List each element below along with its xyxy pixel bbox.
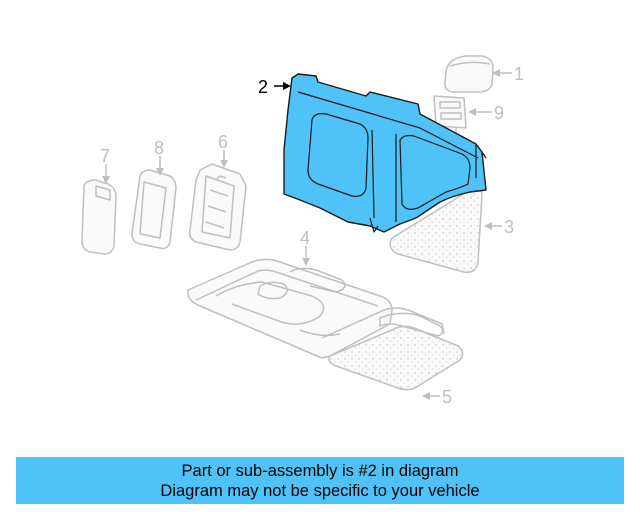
callout-4: 4: [300, 228, 310, 266]
svg-text:5: 5: [442, 387, 452, 407]
svg-text:4: 4: [300, 228, 310, 248]
parts-diagram: 1 2 3 4 5 6 7 8 9: [81, 55, 524, 407]
part-9-guide[interactable]: [433, 95, 467, 133]
part-5-seat-cushion[interactable]: [328, 312, 464, 391]
svg-text:8: 8: [154, 138, 164, 158]
banner-line-disclaimer: Diagram may not be specific to your vehi…: [160, 481, 480, 500]
callout-1: 1: [492, 64, 524, 84]
svg-text:9: 9: [494, 103, 504, 123]
part-6-side-bolster[interactable]: [188, 163, 247, 251]
callout-8: 8: [154, 138, 164, 176]
svg-text:2: 2: [258, 77, 268, 97]
part-4-seat-cushion-frame[interactable]: [187, 258, 445, 359]
banner-line-part-number: Part or sub-assembly is #2 in diagram: [181, 461, 459, 480]
svg-text:3: 3: [504, 217, 514, 237]
part-2-seat-back-frame[interactable]: [283, 73, 487, 233]
callout-3: 3: [484, 217, 514, 237]
part-8-trim-panel[interactable]: [131, 169, 177, 250]
svg-text:7: 7: [100, 146, 110, 166]
callout-2: 2: [258, 77, 291, 97]
part-1-headrest[interactable]: [444, 55, 494, 93]
svg-text:6: 6: [218, 132, 228, 152]
callout-7: 7: [100, 146, 110, 184]
callout-6: 6: [218, 132, 228, 168]
callout-9: 9: [468, 103, 504, 123]
info-banner: Part or sub-assembly is #2 in diagram Di…: [16, 457, 624, 504]
svg-text:1: 1: [514, 64, 524, 84]
part-7-side-cover[interactable]: [81, 179, 117, 255]
callout-5: 5: [422, 387, 452, 407]
